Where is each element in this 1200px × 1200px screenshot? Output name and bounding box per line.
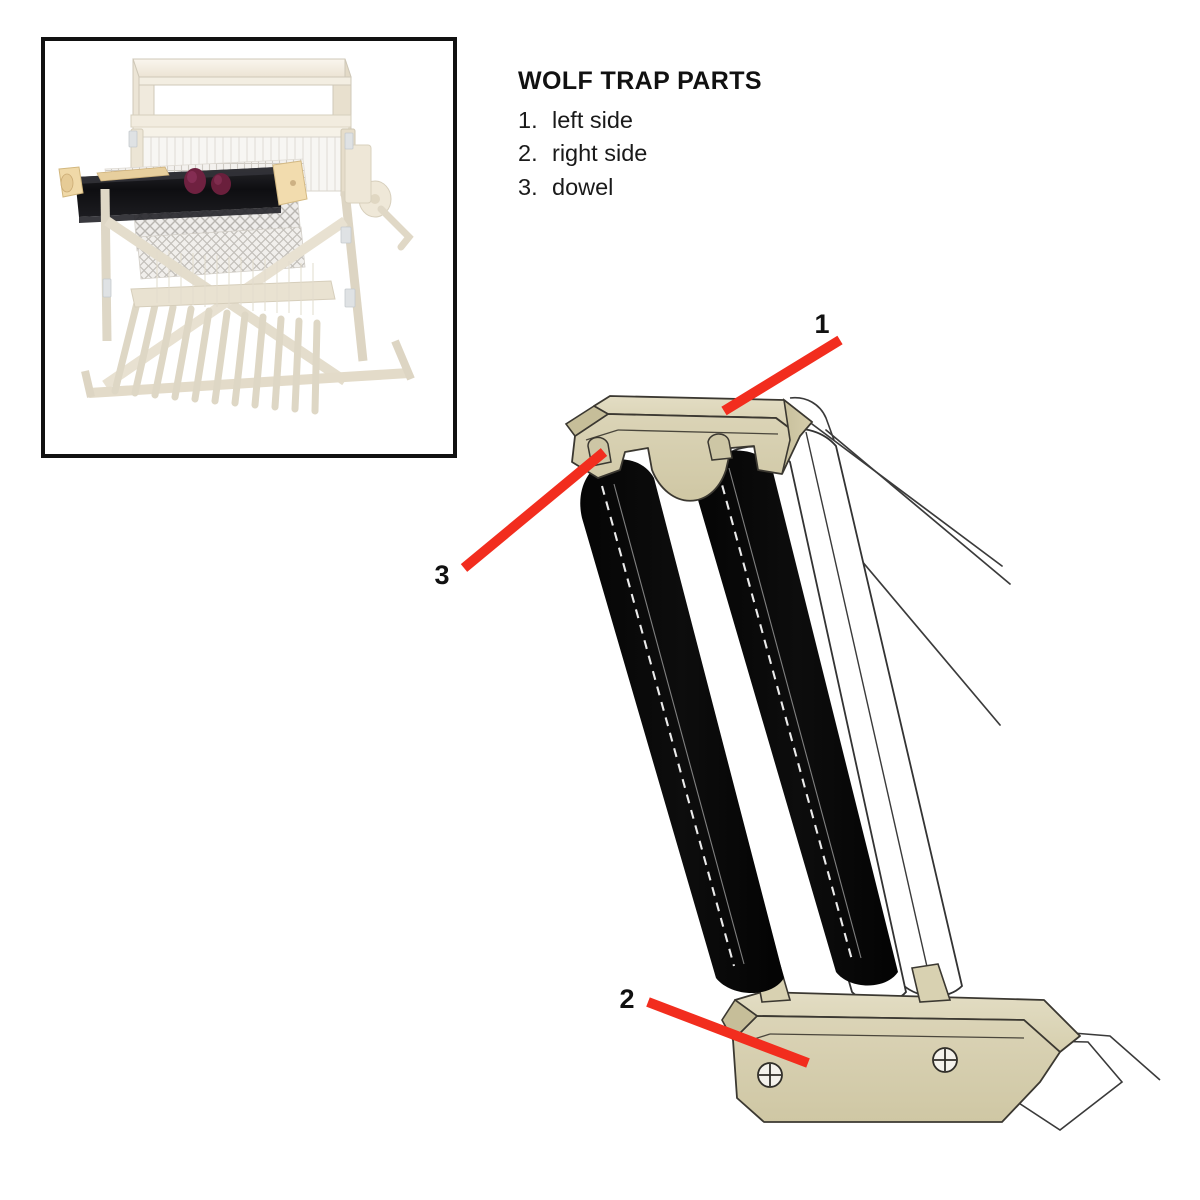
loom-hardware xyxy=(102,130,356,308)
list-item-number: 2. xyxy=(518,140,538,167)
fabric-pocket-ghost-2 xyxy=(710,445,907,1004)
wolf-trap-installed xyxy=(58,160,308,223)
inset-photo-panel xyxy=(41,37,457,458)
page-title: WOLF TRAP PARTS xyxy=(518,67,762,95)
loom-treadles xyxy=(111,280,336,415)
list-item-label: dowel xyxy=(552,173,614,200)
fabric-pocket-front xyxy=(580,459,784,993)
callout-3-leader xyxy=(460,448,608,572)
parts-list-items: 1. left side 2. right side 3. dowel xyxy=(518,104,918,205)
list-item-label: left side xyxy=(552,106,633,133)
list-item-label: right side xyxy=(552,140,648,167)
ghost-frame-lines xyxy=(811,423,1011,901)
list-item: 1. left side xyxy=(518,104,918,138)
tieup-cords xyxy=(156,251,314,315)
callout-number-1: 1 xyxy=(814,309,829,339)
fabric-pocket-rear xyxy=(697,450,898,986)
loom-photo-illustration xyxy=(45,41,453,454)
callout-arrows xyxy=(460,335,843,1068)
screw-head xyxy=(757,1062,783,1088)
list-item: 3. dowel xyxy=(518,171,918,205)
list-item-number: 3. xyxy=(518,173,538,200)
loom-crank xyxy=(344,144,414,251)
screw-head xyxy=(932,1047,958,1073)
part-right-side-bar xyxy=(721,963,1161,1131)
callout-number-2: 2 xyxy=(619,984,634,1014)
part-left-side-bar xyxy=(564,395,835,502)
callout-2-leader xyxy=(646,997,810,1068)
fabric-pocket-ghost xyxy=(747,427,963,998)
parts-list: WOLF TRAP PARTS 1. left side 2. right si… xyxy=(518,67,918,205)
list-item: 2. right side xyxy=(518,137,918,171)
callout-1-leader xyxy=(721,335,843,416)
callout-number-3: 3 xyxy=(434,560,449,590)
list-item-number: 1. xyxy=(518,106,538,133)
